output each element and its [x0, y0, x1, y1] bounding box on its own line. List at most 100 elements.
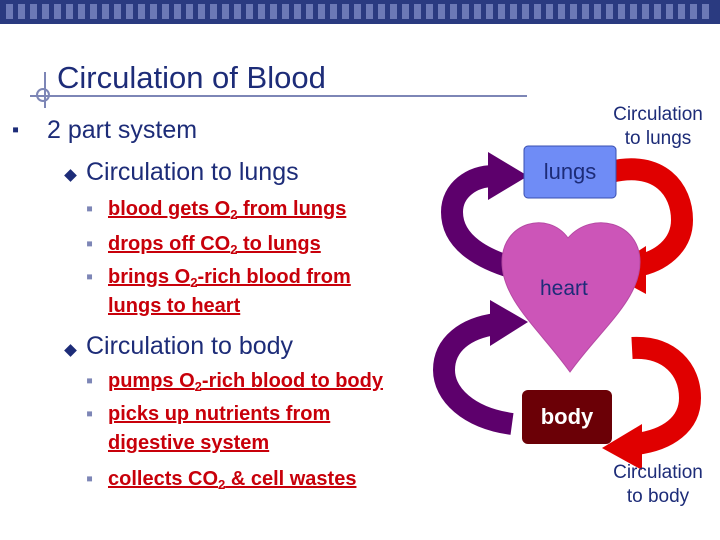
- body-to-heart-arrowhead: [490, 300, 528, 346]
- banner-cell: [594, 4, 601, 19]
- banner-cell: [606, 4, 613, 19]
- bullet-marker-icon: ▪: [86, 266, 94, 288]
- banner-cell: [66, 4, 73, 19]
- banner-cell: [270, 4, 277, 19]
- banner-cell: [630, 4, 637, 19]
- banner-cell: [402, 4, 409, 19]
- banner-cell: [450, 4, 457, 19]
- bullet-item: ▪ collects CO2 & cell wastes: [86, 468, 357, 492]
- bullet-marker-icon: ▪: [86, 468, 94, 490]
- body-label: body: [540, 404, 594, 429]
- banner-cell: [162, 4, 169, 19]
- banner-cell: [498, 4, 505, 19]
- caption-line: to lungs: [624, 128, 692, 149]
- bullet-item: ▪ blood gets O2 from lungs: [86, 198, 347, 222]
- banner-cell: [330, 4, 337, 19]
- lungs-to-heart-arrow: [607, 158, 694, 277]
- banner-cell: [342, 4, 349, 19]
- banner-cell: [618, 4, 625, 19]
- banner-cell: [138, 4, 145, 19]
- bullet-item-continued: lungs to heart: [108, 295, 241, 317]
- heart-shape: [501, 222, 641, 373]
- banner-cell: [102, 4, 109, 19]
- heart-to-body-arrow: [631, 336, 702, 455]
- slide-title: Circulation of Blood: [57, 60, 326, 95]
- banner-cell: [186, 4, 193, 19]
- caption-line: Circulation: [613, 462, 703, 483]
- caption-line: to body: [626, 486, 690, 507]
- banner-cell: [42, 4, 49, 19]
- banner-cell: [414, 4, 421, 19]
- banner-cell: [690, 4, 697, 19]
- banner-cell: [546, 4, 553, 19]
- bullet-marker-icon: ▪: [86, 198, 94, 220]
- banner-cell: [198, 4, 205, 19]
- banner-cell: [126, 4, 133, 19]
- bullet-item: ▪ drops off CO2 to lungs: [86, 233, 321, 257]
- banner-cell: [174, 4, 181, 19]
- banner-cell: [558, 4, 565, 19]
- banner-cell: [114, 4, 121, 19]
- banner-cell: [534, 4, 541, 19]
- banner-cell: [486, 4, 493, 19]
- banner-cell: [666, 4, 673, 19]
- lungs-label: lungs: [543, 159, 597, 184]
- banner-cell: [642, 4, 649, 19]
- bullet-item: ▪ pumps O2-rich blood to body: [86, 370, 383, 394]
- banner-cell: [318, 4, 325, 19]
- banner-cell: [438, 4, 445, 19]
- banner-cell: [222, 4, 229, 19]
- caption-circulation-to-body: Circulation to body: [596, 461, 720, 509]
- lungs-box: [523, 145, 617, 199]
- banner-cell: [246, 4, 253, 19]
- banner-cell: [18, 4, 25, 19]
- banner-cell: [654, 4, 661, 19]
- bullet-item: ▪ picks up nutrients from: [86, 403, 331, 425]
- section-heading-body: Circulation to body: [86, 332, 294, 360]
- banner-cell: [474, 4, 481, 19]
- banner-cell: [150, 4, 157, 19]
- bullet-marker-icon: ▪: [86, 403, 94, 425]
- banner-cell: [6, 4, 13, 19]
- banner-cell: [378, 4, 385, 19]
- banner-cell: [570, 4, 577, 19]
- banner-cell: [234, 4, 241, 19]
- banner-cell: [702, 4, 709, 19]
- banner-cell: [30, 4, 37, 19]
- banner-cell: [462, 4, 469, 19]
- bullet-item: ▪ brings O2-rich blood from: [86, 266, 351, 290]
- banner-cell: [210, 4, 217, 19]
- banner-cell: [258, 4, 265, 19]
- banner-cell: [282, 4, 289, 19]
- banner-cell: [54, 4, 61, 19]
- banner-cell: [90, 4, 97, 19]
- banner-cell: [390, 4, 397, 19]
- banner-cell: [294, 4, 301, 19]
- banner-cell: [354, 4, 361, 19]
- banner-cell: [426, 4, 433, 19]
- heart-to-lungs-arrow: [440, 165, 541, 285]
- body-box: [522, 390, 612, 444]
- caption-circulation-to-lungs: Circulation to lungs: [596, 103, 720, 151]
- body-to-heart-arrow: [432, 313, 514, 435]
- banner-cell: [306, 4, 313, 19]
- heart-to-body-arrowhead: [602, 424, 642, 470]
- heart-label: heart: [540, 277, 588, 300]
- banner-cell: [366, 4, 373, 19]
- title-underline: [30, 95, 527, 97]
- banner-cell: [582, 4, 589, 19]
- banner-cell: [522, 4, 529, 19]
- bullet-item-continued: digestive system: [108, 432, 270, 454]
- banner-cell: [78, 4, 85, 19]
- caption-line: Circulation: [613, 104, 703, 125]
- banner-cell: [510, 4, 517, 19]
- banner-cell: [678, 4, 685, 19]
- section-heading-lungs: Circulation to lungs: [86, 158, 299, 186]
- bullet-marker-icon: ▪: [86, 370, 94, 392]
- level1-bullet-text: 2 part system: [47, 116, 198, 144]
- bullet-marker-icon: ▪: [86, 233, 94, 255]
- heart-to-lungs-arrowhead: [488, 152, 528, 200]
- square-bullet-icon: ▪: [12, 119, 20, 141]
- top-banner: [0, 0, 720, 24]
